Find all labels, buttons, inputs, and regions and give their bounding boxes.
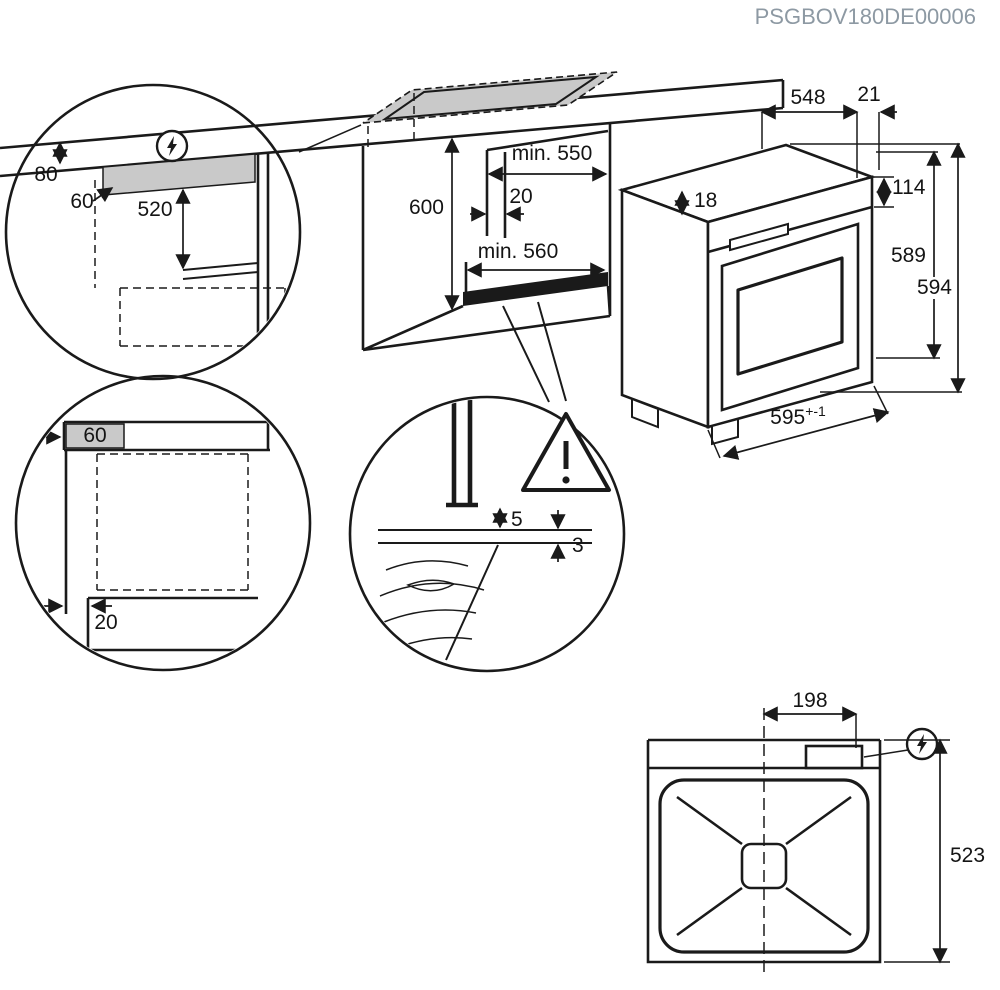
oven-foot-rear bbox=[631, 397, 659, 429]
oven-position-dashed bbox=[94, 180, 286, 347]
dim-520-label: 520 bbox=[137, 198, 172, 221]
cavity-diagonals bbox=[676, 795, 852, 937]
dim-20-plan-label: 20 bbox=[94, 611, 117, 634]
detail-circle-content bbox=[38, 420, 270, 652]
connection-box bbox=[804, 744, 864, 770]
cabinet-shelf bbox=[182, 262, 259, 280]
electrical-leader bbox=[863, 749, 909, 758]
extension-lines bbox=[707, 112, 962, 459]
detail-circle-outline bbox=[348, 395, 626, 673]
dim-595-line bbox=[722, 408, 890, 460]
dim-60-plan-label: 60 bbox=[83, 424, 106, 447]
rear-spacer-bar bbox=[463, 272, 608, 306]
detail-circle-electrical: 80 60 520 bbox=[4, 83, 302, 381]
cabinet-niche: 600 min. 550 20 min. 560 bbox=[361, 124, 612, 352]
door-window bbox=[736, 256, 844, 376]
hob-cutout-inner-edge bbox=[381, 75, 600, 121]
detail-circle-plan: 60 20 bbox=[14, 374, 312, 672]
label-backing bbox=[906, 277, 954, 299]
dim-600-label: 600 bbox=[409, 196, 444, 219]
dim-21-label: 21 bbox=[857, 83, 880, 106]
dim-80-label: 80 bbox=[34, 163, 57, 186]
hob-cutout-area bbox=[362, 71, 618, 124]
dim-595-label: 595+-1 bbox=[770, 403, 826, 429]
dim-60-top-label: 60 bbox=[70, 190, 93, 213]
oven-footprint-dashed bbox=[96, 453, 249, 591]
detail-circle-outline bbox=[14, 374, 312, 672]
dim-594-label: 594 bbox=[917, 276, 952, 299]
dim-3-label: 3 bbox=[572, 534, 584, 557]
dim-114-label: 114 bbox=[892, 176, 926, 199]
detail-leader-lines bbox=[502, 301, 567, 403]
connection-space-area bbox=[102, 153, 256, 196]
dim-523-label: 523 bbox=[950, 844, 985, 867]
detail-circle-gap: 5 3 bbox=[348, 301, 626, 673]
oven-isometric: 548 21 114 18 589 594 595+-1 bbox=[617, 83, 966, 460]
dim-595-value: 595 bbox=[770, 406, 805, 429]
niche-outline bbox=[361, 124, 612, 352]
cabinet-walls-plan bbox=[62, 420, 270, 614]
countertop-lines bbox=[0, 78, 785, 178]
wood-grain bbox=[379, 560, 485, 649]
dim-min560-label: min. 560 bbox=[478, 240, 559, 263]
dim-595-tolerance: +-1 bbox=[805, 403, 826, 419]
dim-18-label: 18 bbox=[694, 189, 717, 212]
dim-589-label: 589 bbox=[891, 244, 926, 267]
detail-circle-outline bbox=[4, 83, 302, 381]
dim-20-niche-label: 20 bbox=[509, 185, 532, 208]
warning-exclamation-dot bbox=[562, 476, 570, 484]
detail-circle-content bbox=[378, 400, 592, 661]
worktop-edge-lines bbox=[378, 529, 592, 661]
dim-60-arrow bbox=[92, 187, 114, 203]
detail-circle-content bbox=[52, 141, 286, 352]
dim-min550-label: min. 550 bbox=[512, 142, 593, 165]
oven-left-face bbox=[620, 188, 710, 429]
dim-548-label: 548 bbox=[790, 86, 825, 109]
detail-leader-line bbox=[298, 124, 362, 153]
countertop bbox=[0, 78, 785, 178]
document-code: PSGBOV180DE00006 bbox=[755, 4, 976, 29]
rear-trim-section bbox=[446, 400, 478, 508]
oven-door bbox=[720, 222, 860, 412]
oven-top-view: 198 523 bbox=[646, 689, 985, 976]
connection-area-plan bbox=[65, 423, 125, 449]
hob-cutout bbox=[298, 71, 618, 153]
dim-5-label: 5 bbox=[511, 508, 523, 531]
cabinet-side-panel bbox=[256, 152, 270, 352]
dim-198-label: 198 bbox=[792, 689, 827, 712]
control-display bbox=[729, 222, 789, 252]
cutout-drop-lines bbox=[367, 93, 415, 147]
